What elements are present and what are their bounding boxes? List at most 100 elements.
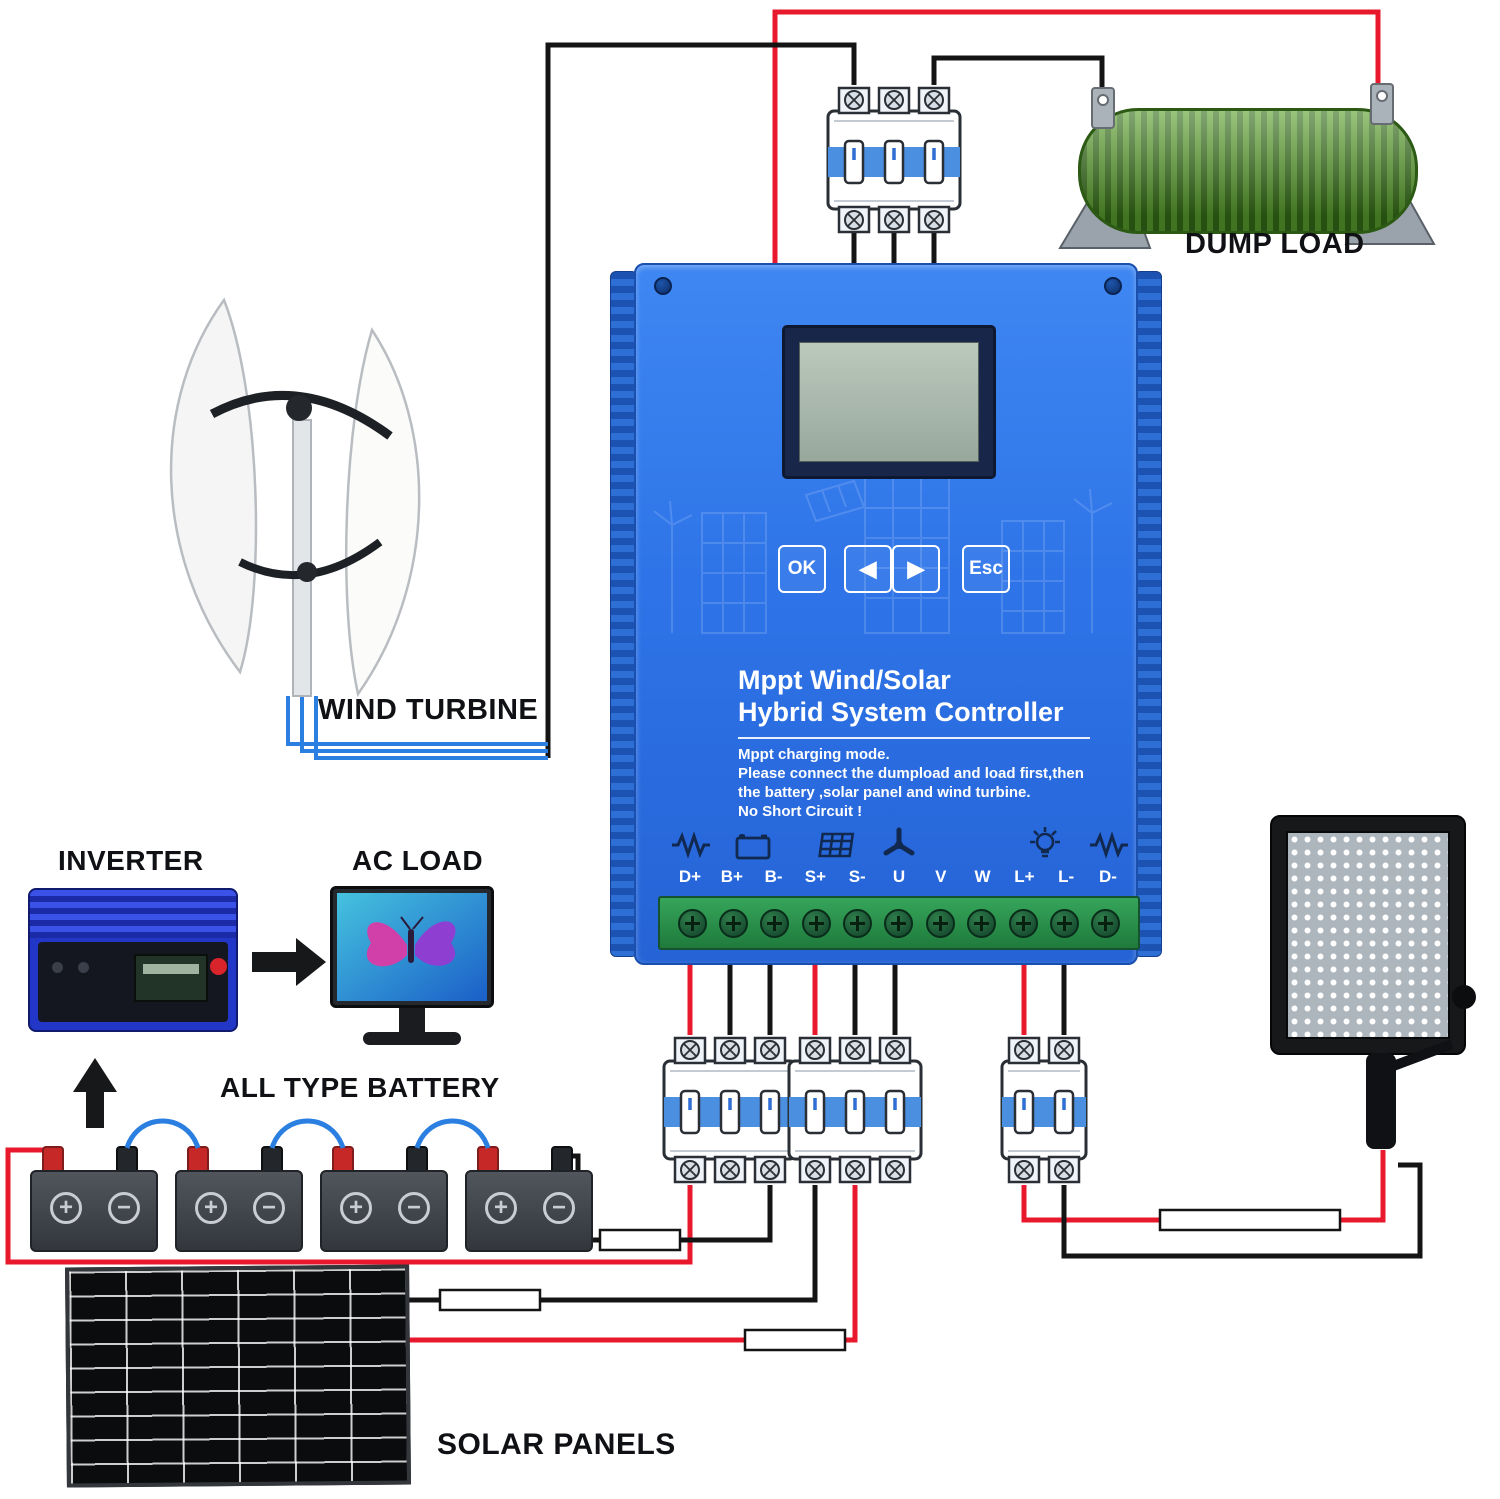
dump-load-label: DUMP LOAD: [1185, 228, 1365, 260]
led-flood-light: [1270, 815, 1476, 1055]
terminal-screw: [1047, 908, 1083, 938]
monitor-base: [363, 1032, 461, 1045]
terminal-screw: [798, 908, 834, 938]
terminal-label: L+: [1014, 867, 1035, 886]
controller-desc-line1: Mppt charging mode.: [738, 746, 890, 763]
battery-body: + −: [175, 1170, 303, 1252]
controller-desc-line3: the battery ,solar panel and wind turbin…: [738, 784, 1031, 801]
plus-symbol: +: [340, 1192, 372, 1224]
terminal-screw: [840, 908, 876, 938]
minus-symbol: −: [398, 1192, 430, 1224]
breaker-battery: [660, 1035, 800, 1185]
lcd-display-area: [799, 342, 979, 462]
terminal-screw: [1005, 908, 1041, 938]
breaker-wind-input: [824, 85, 964, 235]
resistor-icon: [1090, 831, 1128, 859]
breaker-3pole-graphic: [662, 1036, 798, 1184]
tab-hole: [1097, 94, 1109, 106]
solar-panels-label: SOLAR PANELS: [437, 1428, 676, 1461]
battery-unit: + −: [30, 1146, 158, 1252]
wind-turbine-label: WIND TURBINE: [318, 694, 539, 726]
minus-symbol: −: [253, 1192, 285, 1224]
ac-load-label: AC LOAD: [352, 845, 484, 876]
terminal-label: S+: [804, 867, 827, 886]
terminal-labels-row: D+ B+ B- S+ S- U V W L+ L- D-: [672, 867, 1126, 889]
inverter-heatsink: [30, 890, 236, 938]
terminal-screw: [715, 908, 751, 938]
fan-icon: [883, 827, 915, 856]
plus-symbol: +: [485, 1192, 517, 1224]
monitor-screen: [337, 893, 487, 1001]
inverter-display: [134, 954, 208, 1002]
case-screw: [1104, 277, 1122, 295]
ok-button: OK: [778, 545, 826, 593]
controller-title-line1: Mppt Wind/Solar: [738, 665, 951, 695]
terminal-screw: [757, 908, 793, 938]
wind-turbine-graphic: [169, 297, 421, 698]
inverter-front-panel: [38, 942, 228, 1022]
plus-symbol: +: [50, 1192, 82, 1224]
terminal-label: W: [974, 867, 991, 886]
inverter: [28, 888, 238, 1032]
next-arrow-button: ▶: [892, 545, 940, 593]
esc-button: Esc: [962, 545, 1010, 593]
breaker-solar: [785, 1035, 925, 1185]
tab-hole: [1376, 90, 1388, 102]
battery-body: + −: [30, 1170, 158, 1252]
led-yoke-knob: [1452, 985, 1476, 1009]
terminal-screw: [1088, 908, 1124, 938]
arrow-inverter-to-load: [252, 938, 326, 986]
hybrid-controller: OK ◀ ▶ Esc Mppt Wind/Solar Hybrid System…: [610, 263, 1162, 965]
all-type-battery-label: ALL TYPE BATTERY: [220, 1072, 500, 1103]
inverter-knob: [78, 962, 89, 973]
minus-symbol: −: [543, 1192, 575, 1224]
breaker-2pole-graphic: [1000, 1036, 1088, 1184]
terminal-block: [658, 896, 1140, 950]
battery-body: + −: [320, 1170, 448, 1252]
battery-unit: + −: [465, 1146, 593, 1252]
inverter-knob: [52, 962, 63, 973]
inverter-power-button: [210, 958, 227, 975]
title-divider: [738, 737, 1090, 739]
monitor-stand: [399, 1008, 425, 1034]
terminal-label: B-: [764, 867, 783, 886]
controller-desc-line4: No Short Circuit !: [738, 803, 863, 820]
battery-body: + −: [465, 1170, 593, 1252]
led-panel: [1286, 831, 1450, 1039]
terminal-label: B+: [720, 867, 743, 886]
battery-unit: + −: [175, 1146, 303, 1252]
terminal-screw: [964, 908, 1000, 938]
led-light-pole: [1366, 1053, 1396, 1149]
controller-desc-line2: Please connect the dumpload and load fir…: [738, 765, 1084, 782]
terminal-label: V: [935, 867, 947, 886]
breaker-3pole-graphic: [826, 86, 962, 234]
case-screw: [654, 277, 672, 295]
terminal-screw: [922, 908, 958, 938]
battery-jumper-wires: [124, 1118, 491, 1149]
prev-arrow-button: ◀: [844, 545, 892, 593]
terminal-screw: [674, 908, 710, 938]
lamp-icon: [1030, 827, 1060, 858]
terminal-label: L-: [1058, 867, 1075, 886]
arrow-battery-to-inverter: [73, 1058, 117, 1128]
ac-load-monitor: [330, 886, 494, 1008]
breaker-3pole-graphic: [787, 1036, 923, 1184]
resistor-icon: [672, 831, 710, 859]
battery-icon: [735, 834, 771, 860]
minus-symbol: −: [108, 1192, 140, 1224]
terminal-screw: [881, 908, 917, 938]
butterfly-graphic: [366, 916, 456, 967]
terminal-label: D+: [678, 867, 702, 886]
battery-unit: + −: [320, 1146, 448, 1252]
solar-panel-icon: [818, 832, 855, 858]
dump-load-resistor: [1078, 108, 1418, 234]
terminal-label: U: [892, 867, 906, 886]
plus-symbol: +: [195, 1192, 227, 1224]
terminal-label: S-: [848, 867, 866, 886]
solar-panel: [65, 1264, 411, 1488]
lcd-screen: [782, 325, 996, 479]
inverter-label: INVERTER: [58, 845, 204, 876]
heatsink-fin-right: [1134, 271, 1162, 957]
breaker-load: [998, 1035, 1090, 1185]
